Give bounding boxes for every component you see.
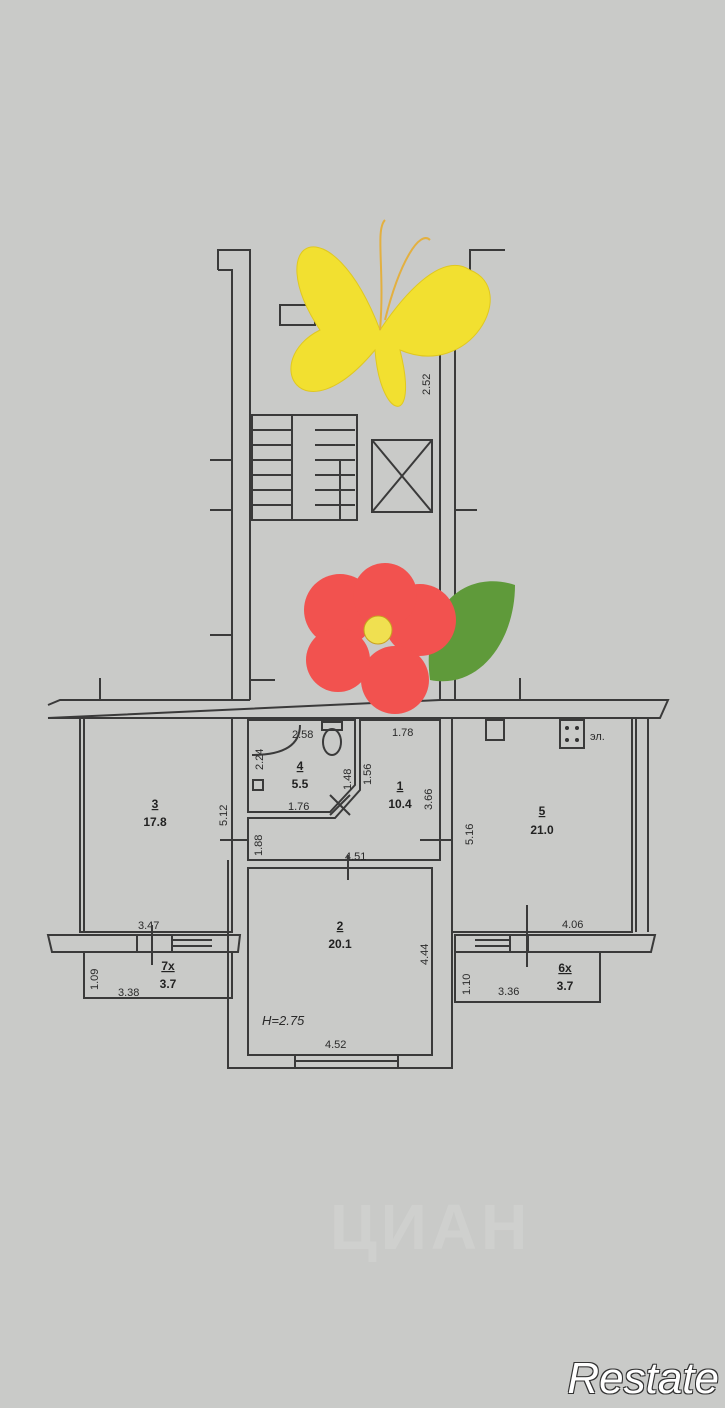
restate-logo: Restate bbox=[567, 1354, 719, 1403]
room-2: 2 20.1 4.44 H=2.75 4.52 bbox=[227, 860, 453, 1069]
label: 3.47 bbox=[138, 920, 159, 932]
label: 3.38 bbox=[118, 987, 139, 999]
label: 4.51 bbox=[345, 851, 366, 863]
exterior-wall bbox=[47, 699, 670, 719]
label: 1.09 bbox=[89, 969, 101, 990]
electric-stove-icon bbox=[559, 719, 585, 749]
label: 10.4 bbox=[388, 797, 412, 811]
label: 1.78 bbox=[392, 727, 413, 739]
label: 1.48 bbox=[342, 769, 354, 790]
label: 6х bbox=[558, 961, 572, 975]
label: 5.12 bbox=[218, 805, 230, 826]
room-3: 3 17.8 5.12 3.47 bbox=[46, 717, 242, 965]
label: 3.36 bbox=[498, 986, 519, 998]
label: 5 bbox=[539, 804, 546, 818]
label: 1.88 bbox=[253, 835, 265, 856]
room-1-hall: 1 10.4 1.78 3.66 4.51 1.88 bbox=[220, 719, 452, 880]
label: 1 bbox=[397, 779, 404, 793]
elevator-shaft bbox=[371, 439, 433, 513]
flower-sticker bbox=[304, 563, 456, 714]
label: 21.0 bbox=[530, 823, 554, 837]
label: 7х bbox=[161, 959, 175, 973]
label: 2.24 bbox=[254, 749, 266, 770]
label: 3 bbox=[152, 797, 159, 811]
label: 4.44 bbox=[419, 944, 431, 965]
label: 17.8 bbox=[143, 815, 167, 829]
label: 4.06 bbox=[562, 919, 583, 931]
watermark: ЦИАН bbox=[330, 1191, 532, 1263]
butterfly-sticker bbox=[290, 219, 491, 407]
label: 1.10 bbox=[461, 974, 473, 995]
label: 1.56 bbox=[362, 764, 374, 785]
label: 2.58 bbox=[292, 729, 313, 741]
label: 1.76 bbox=[288, 801, 309, 813]
label: 5.16 bbox=[464, 824, 476, 845]
label: 2 bbox=[337, 919, 344, 933]
label: 20.1 bbox=[328, 937, 352, 951]
label: 4.52 bbox=[325, 1039, 346, 1051]
stove-label: эл. bbox=[590, 731, 605, 743]
label: 3.7 bbox=[557, 979, 574, 993]
label: 4 bbox=[297, 759, 304, 773]
staircase bbox=[251, 414, 358, 521]
dim-stair-top: 2.52 bbox=[421, 374, 433, 395]
label: 5.5 bbox=[292, 777, 309, 791]
room-4-bathroom: 4 5.5 2.58 2.24 1.48 1.56 1.76 bbox=[247, 719, 374, 816]
balcony-6x: 6х 3.7 1.10 3.36 bbox=[454, 951, 601, 1003]
balcony-7x: 7х 3.7 1.09 3.38 bbox=[83, 951, 233, 999]
label: H=2.75 bbox=[262, 1013, 305, 1028]
room-5: эл. 5 21.0 5.16 4.06 bbox=[451, 717, 657, 967]
label: 3.66 bbox=[423, 789, 435, 810]
label: 3.7 bbox=[160, 977, 177, 991]
